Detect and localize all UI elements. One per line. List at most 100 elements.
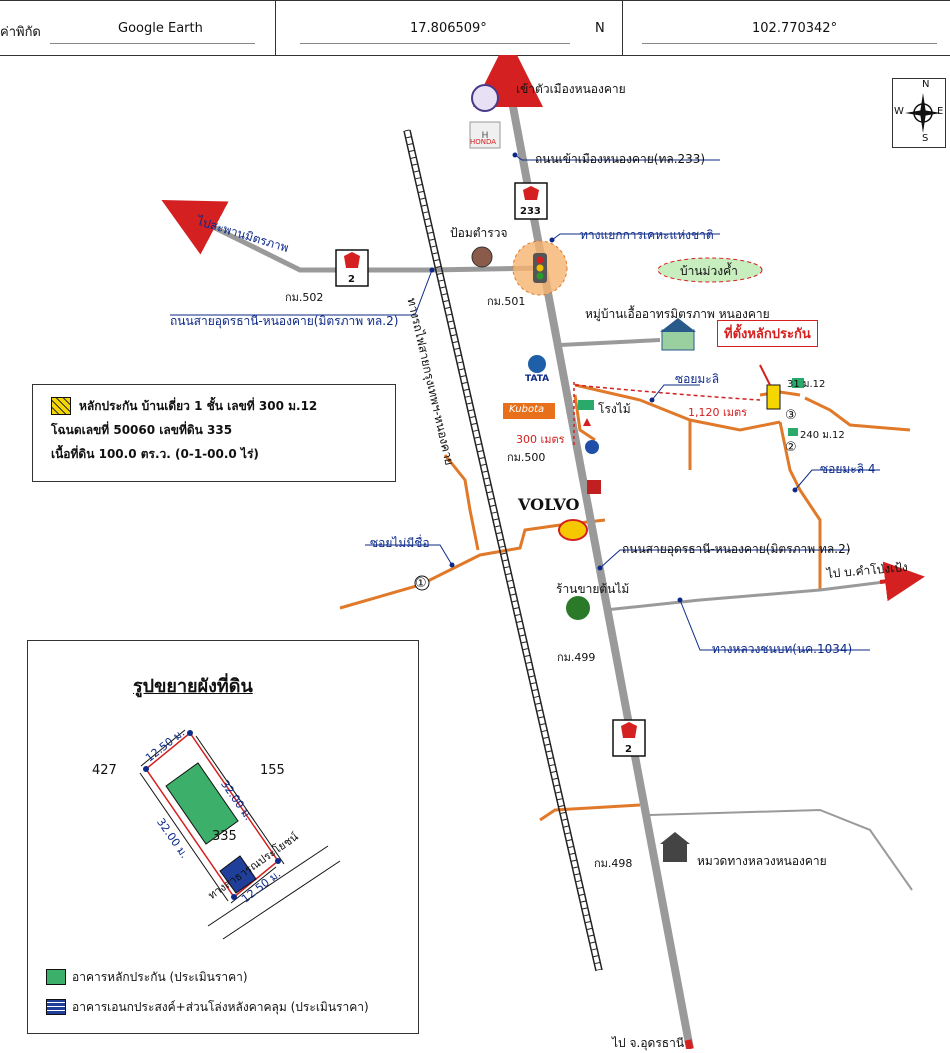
shield-2-west — [335, 249, 369, 287]
arrow-to-kham — [879, 561, 925, 602]
label-km498: กม.498 — [594, 857, 633, 870]
sawmill-icon — [578, 400, 594, 410]
compass-icon — [905, 93, 941, 133]
soi-mali-4-road — [778, 421, 822, 590]
highway-office-icon — [663, 842, 687, 862]
label-distance-1120: 1,120 เมตร — [688, 406, 748, 419]
label-distance-300: 300 เมตร — [516, 433, 565, 446]
header-cell-lon: 102.770342° — [622, 1, 950, 55]
label-highway-mid: ถนนสายอุดรธานี-หนองคาย(มิตรภาพ ทล.2) — [622, 542, 851, 556]
ptt-icon — [585, 440, 599, 454]
shell-icon — [558, 519, 588, 541]
arrow-to-udon — [684, 1039, 694, 1049]
label-intersection: ทางแยกการเคหะแห่งชาติ — [580, 228, 714, 242]
shield-233 — [514, 182, 548, 220]
label-road-233: ถนนเข้าเมืองหนองคาย(ทล.233) — [535, 152, 706, 166]
inset-key-2: อาคารเอนกประสงค์+ส่วนโล่งหลังคาคลุม (ประ… — [72, 1000, 369, 1014]
label-circle-2: ② — [785, 440, 797, 455]
compass-w: W — [894, 106, 904, 117]
shield-233-number: 233 — [520, 206, 541, 217]
label-km499: กม.499 — [557, 651, 596, 664]
label-soi-mali-4: ซอยมะลิ 4 — [820, 462, 876, 476]
mitsubishi-icon — [583, 418, 591, 426]
village-road — [559, 338, 661, 347]
collateral-swatch-icon — [51, 397, 71, 415]
compass-s: S — [922, 133, 929, 144]
label-circle-1: ① — [415, 576, 427, 591]
legend-line-3: เนื้อที่ดิน 100.0 ตร.ว. (0-1-00.0 ไร่) — [51, 447, 259, 461]
legend-line-1: หลักประกัน บ้านเดี่ยว 1 ชั้น เลขที่ 300 … — [79, 399, 318, 413]
key-main-building-icon — [46, 969, 66, 985]
inset-title: รูปขยายผังที่ดิน — [133, 676, 253, 697]
honda-logo-icon — [469, 121, 501, 149]
label-km500: กม.500 — [507, 451, 546, 464]
shield-2-south — [612, 719, 646, 757]
label-km501: กม.501 — [487, 295, 526, 308]
coordinate-label: ค่าพิกัด — [0, 25, 41, 40]
village-ellipse — [657, 257, 763, 283]
rural-road-1034 — [604, 578, 901, 612]
label-highway-office: หมวดทางหลวงหนองคาย — [697, 854, 827, 868]
collateral-marker-icon — [766, 384, 781, 410]
label-sawmill: โรงไม้ — [598, 402, 631, 416]
station-icon — [587, 480, 601, 494]
side-road-left — [443, 454, 480, 551]
tata-icon — [528, 355, 546, 373]
collateral-legend: หลักประกัน บ้านเดี่ยว 1 ชั้น เลขที่ 300 … — [32, 384, 396, 482]
village-house-icon — [661, 329, 695, 351]
inset-key-1: อาคารหลักประกัน (ประเมินราคา) — [72, 970, 248, 984]
svg-text:H: H — [482, 130, 489, 140]
label-village-muang: บ้านม่วงค้ำ — [680, 264, 738, 278]
label-honda: HONDA — [470, 138, 497, 146]
label-collateral-location: ที่ตั้งหลักประกัน — [717, 320, 818, 347]
map-canvas: H — [161, 55, 925, 1049]
inset-plot-155: 155 — [260, 763, 285, 778]
label-soi-noname: ซอยไม่มีชื่อ — [370, 536, 430, 550]
railway-track — [403, 129, 603, 972]
label-house-31: 31 ม.12 — [787, 379, 826, 390]
kubota-road — [573, 394, 596, 442]
label-soi-mali: ซอยมะลิ — [675, 372, 720, 386]
key-annex-icon — [46, 999, 66, 1015]
latitude-direction: N — [595, 21, 605, 36]
south-orange-road — [539, 803, 641, 822]
distance-1120-line — [574, 384, 761, 401]
label-village-uea: หมู่บ้านเอื้ออาทรมิตรภาพ หนองคาย — [585, 307, 770, 321]
label-police: ป้อมตำรวจ — [450, 226, 508, 240]
compass-rose: N S W E — [892, 78, 946, 148]
header-cell-source: ค่าพิกัด Google Earth — [0, 1, 276, 55]
inset-plot-427: 427 — [92, 763, 117, 778]
south-gray-road — [649, 808, 913, 891]
label-to-udon: ไป จ.อุดรธานี — [612, 1036, 685, 1050]
label-circle-3: ③ — [785, 408, 797, 423]
legend-line-2: โฉนดเลขที่ 50060 เลขที่ดิน 335 — [51, 423, 233, 437]
annex-building-shape — [219, 855, 257, 894]
label-volvo: VOLVO — [518, 495, 580, 514]
soi-mali-east — [804, 396, 911, 432]
compass-n: N — [922, 79, 930, 90]
compass-e: E — [937, 106, 944, 117]
land-plan-drawing — [139, 729, 341, 940]
inset-plot-335: 335 — [212, 829, 237, 844]
collateral-pointer — [759, 364, 771, 386]
shield-2-west-number: 2 — [348, 274, 355, 285]
label-tata: TATA — [525, 374, 550, 384]
coordinate-source: Google Earth — [118, 21, 203, 36]
label-kubota: Kubota — [509, 404, 545, 415]
longitude-value: 102.770342° — [752, 21, 838, 36]
land-plan-inset: รูปขยายผังที่ดิน 427 155 335 12.50 ม. 32… — [27, 640, 419, 1034]
coordinate-header: ค่าพิกัด Google Earth 17.806509° N 102.7… — [0, 0, 950, 56]
kubota-icon — [503, 403, 555, 419]
arrow-to-bridge — [161, 199, 229, 255]
emblem-icon — [471, 84, 499, 112]
label-to-city: เข้าตัวเมืองหนองคาย — [516, 82, 626, 96]
label-rural-road: ทางหลวงชนบท(นค.1034) — [712, 642, 853, 656]
main-building-shape — [165, 762, 239, 845]
label-highway-top: ถนนสายอุดรธานี-หนองคาย(มิตรภาพ ทล.2) — [170, 314, 399, 328]
header-cell-lat: 17.806509° N — [275, 1, 623, 55]
latitude-value: 17.806509° — [410, 21, 487, 36]
label-plant-shop: ร้านขายต้นไม้ — [556, 582, 630, 596]
police-icon — [471, 246, 493, 268]
tree-icon — [566, 596, 590, 620]
shield-2-south-number: 2 — [625, 744, 632, 755]
